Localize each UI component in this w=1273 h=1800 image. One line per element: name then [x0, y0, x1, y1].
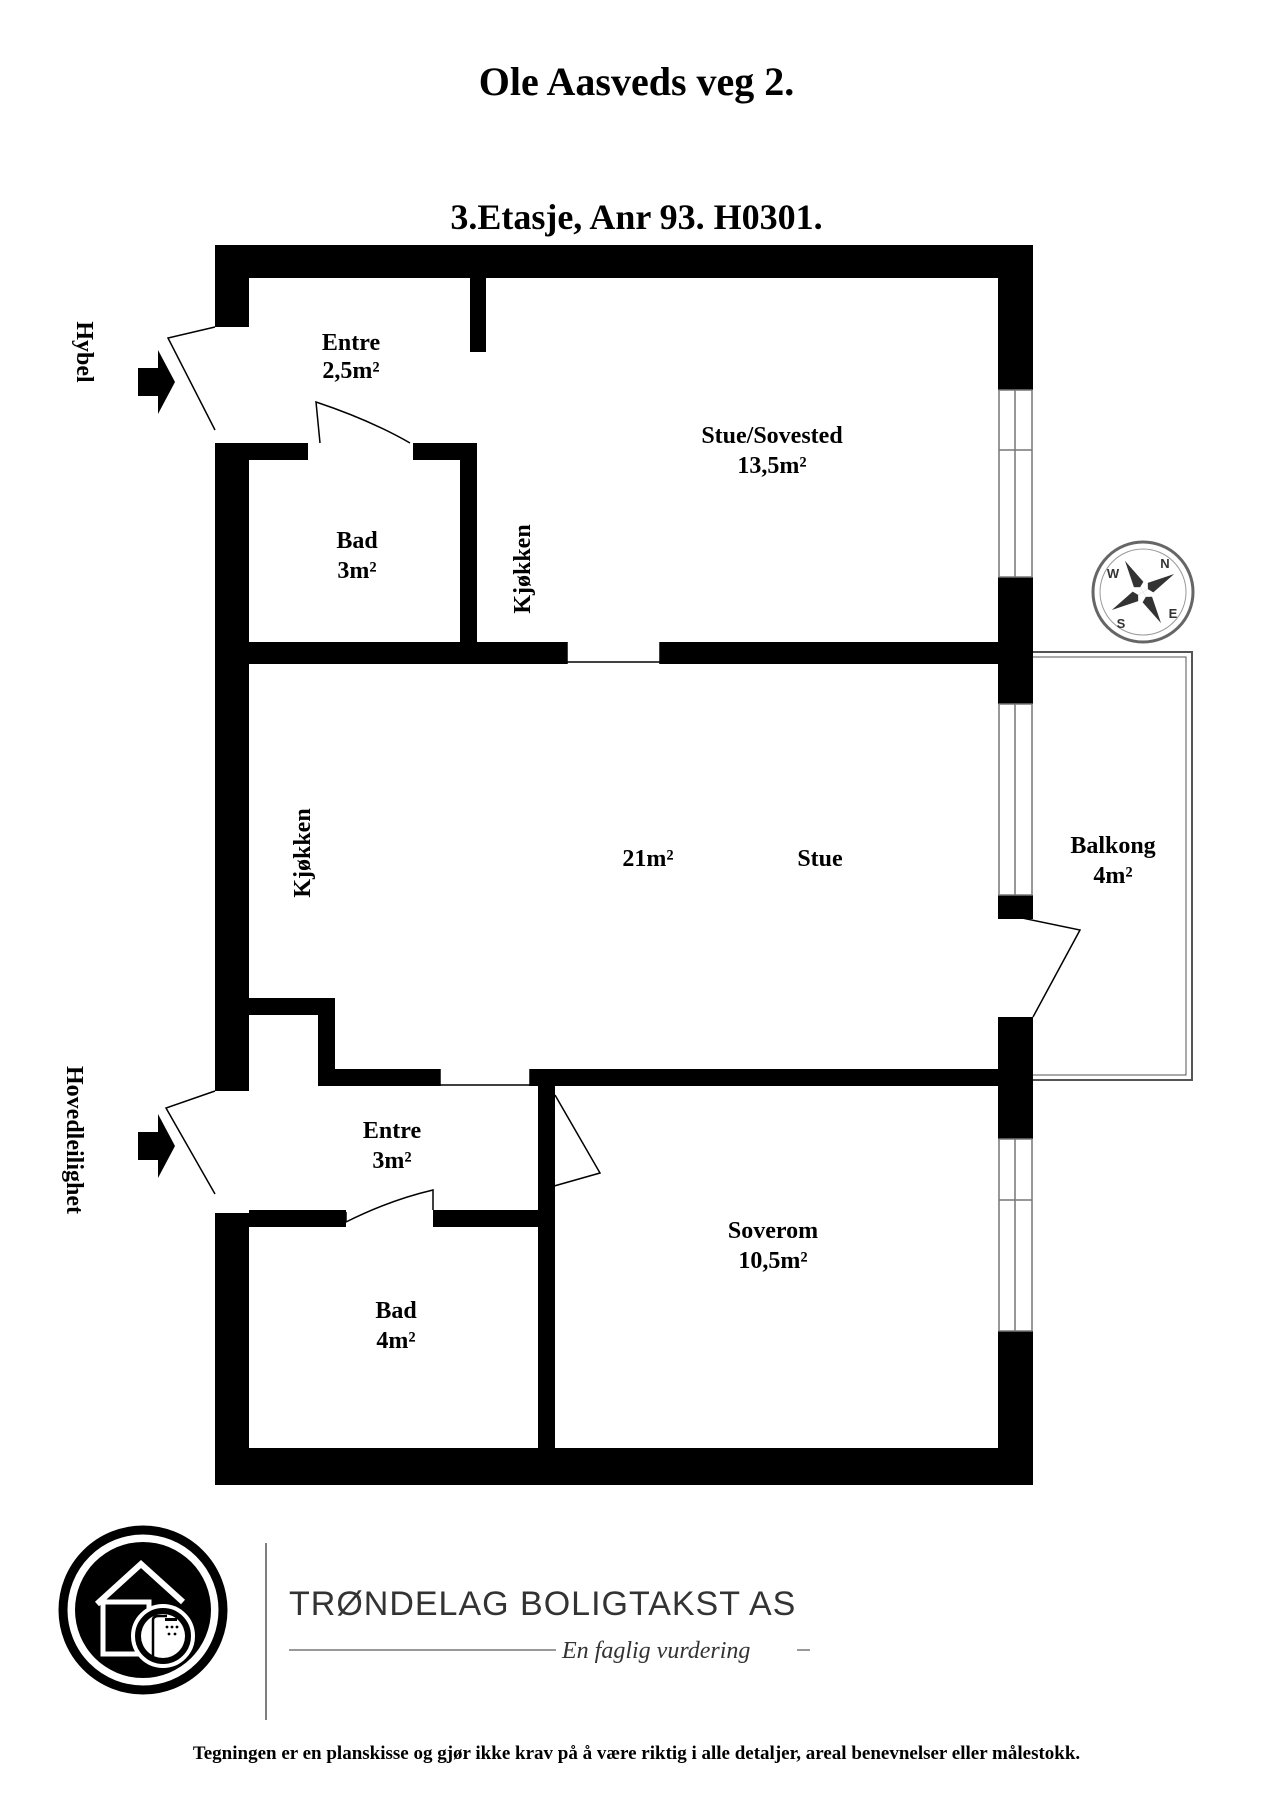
entre-lower-area: 3m² — [372, 1148, 411, 1174]
disclaimer-text: Tegningen er en planskisse og gjør ikke … — [192, 1743, 1081, 1764]
walls — [215, 245, 1033, 1485]
windows — [998, 389, 1033, 1332]
stue-area: 21m² — [622, 846, 673, 872]
entre-upper-area: 2,5m² — [322, 358, 379, 384]
stue-sovested-area: 13,5m² — [737, 453, 806, 479]
balkong-area: 4m² — [1093, 863, 1132, 889]
company-logo-icon — [58, 1525, 228, 1695]
bad-lower-name: Bad — [375, 1298, 417, 1324]
hovedleilighet-arrow-icon — [138, 1114, 175, 1178]
compass-w: W — [1107, 566, 1120, 581]
company-tagline: En faglig vurdering — [562, 1638, 751, 1664]
doors — [164, 326, 1082, 1224]
compass-s: S — [1117, 616, 1126, 631]
balcony-outline — [1033, 651, 1193, 1081]
bad-lower-area: 4m² — [376, 1328, 415, 1354]
entrance-arrows — [138, 350, 175, 1178]
hybel-label: Hybel — [71, 321, 97, 383]
kjokken-main-label: Kjøkken — [290, 808, 316, 897]
company-name: TRØNDELAG BOLIGTAKST AS — [289, 1585, 797, 1623]
stue-name: Stue — [797, 846, 843, 872]
soverom-area: 10,5m² — [738, 1248, 807, 1274]
compass-n: N — [1160, 556, 1169, 571]
entre-lower-name: Entre — [363, 1118, 422, 1144]
compass-e: E — [1169, 606, 1178, 621]
address-title: Ole Aasveds veg 2. — [478, 59, 795, 104]
soverom-name: Soverom — [728, 1218, 818, 1244]
hybel-arrow-icon — [138, 350, 175, 414]
bad-upper-name: Bad — [336, 528, 378, 554]
stue-sovested-name: Stue/Sovested — [701, 423, 843, 449]
hovedleilighet-label: Hovedleilighet — [61, 1066, 87, 1214]
entre-upper-name: Entre — [322, 330, 381, 356]
compass-icon: N E S W — [1091, 540, 1195, 644]
kjokken-upper-label: Kjøkken — [510, 524, 536, 613]
balkong-name: Balkong — [1070, 833, 1155, 859]
bad-upper-area: 3m² — [337, 558, 376, 584]
floor-subtitle: 3.Etasje, Anr 93. H0301. — [450, 197, 823, 237]
